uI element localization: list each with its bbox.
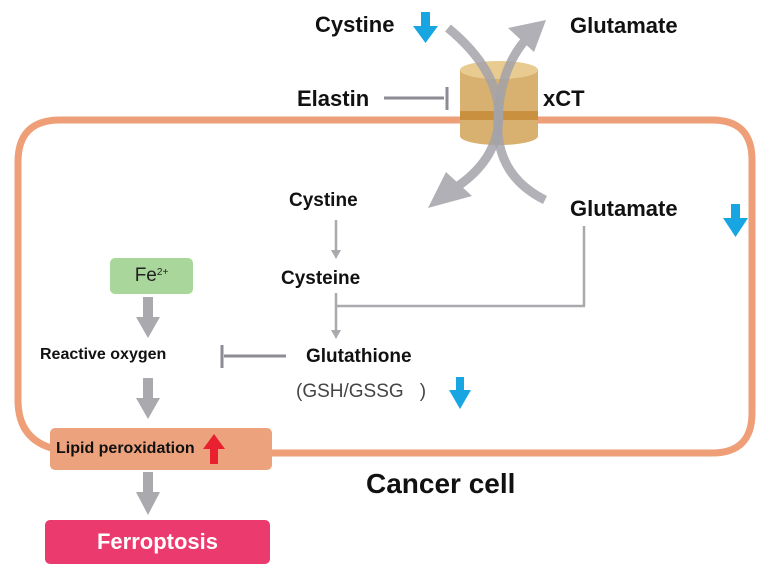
gsh-ratio-close: )	[419, 381, 427, 402]
ros-to-lipid-arrow	[136, 378, 160, 419]
elastin-label: Elastin	[297, 86, 370, 111]
gsh-down-arrow-icon	[449, 377, 471, 409]
cystine-extracellular-label: Cystine	[315, 12, 395, 37]
glutamate-extracellular-label: Glutamate	[570, 13, 678, 38]
lipid-peroxidation-box: Lipid peroxidation	[50, 428, 272, 470]
ferroptosis-box: Ferroptosis	[45, 520, 270, 564]
cysteine-to-glutathione-arrow	[331, 226, 586, 339]
glutamate-export-arrow	[493, 20, 548, 205]
cystine-intracellular-label: Cystine	[289, 190, 358, 211]
lipid-peroxidation-label: Lipid peroxidation	[56, 440, 195, 457]
lipid-up-arrow-icon	[202, 434, 225, 464]
fe-label: Fe	[134, 265, 157, 286]
gsh-ratio-text: (GSH/GSSG	[296, 381, 404, 402]
elastin-inhibition-line	[384, 87, 449, 110]
fe-to-ros-arrow	[136, 297, 160, 338]
cystine-to-cysteine-arrow	[331, 220, 341, 259]
ferroptosis-label: Ferroptosis	[96, 529, 219, 554]
glutathione-inhibition-line	[220, 345, 286, 368]
cystine-out-down-arrow-icon	[413, 12, 438, 43]
xct-label: xCT	[543, 86, 585, 111]
reactive-oxygen-label: Reactive oxygen	[40, 346, 167, 363]
fe-charge: 2+	[156, 266, 169, 278]
cysteine-label: Cysteine	[281, 268, 361, 289]
cancer-cell-label: Cancer cell	[366, 468, 516, 499]
lipid-to-ferroptosis-arrow	[136, 472, 160, 515]
glutathione-label: Glutathione	[306, 346, 412, 367]
gsh-ratio-label: (GSH/GSSG)	[296, 382, 426, 401]
glutamate-intracellular-label: Glutamate	[570, 196, 678, 221]
cell-membrane	[14, 116, 756, 457]
glutamate-in-down-arrow-icon	[723, 204, 748, 237]
